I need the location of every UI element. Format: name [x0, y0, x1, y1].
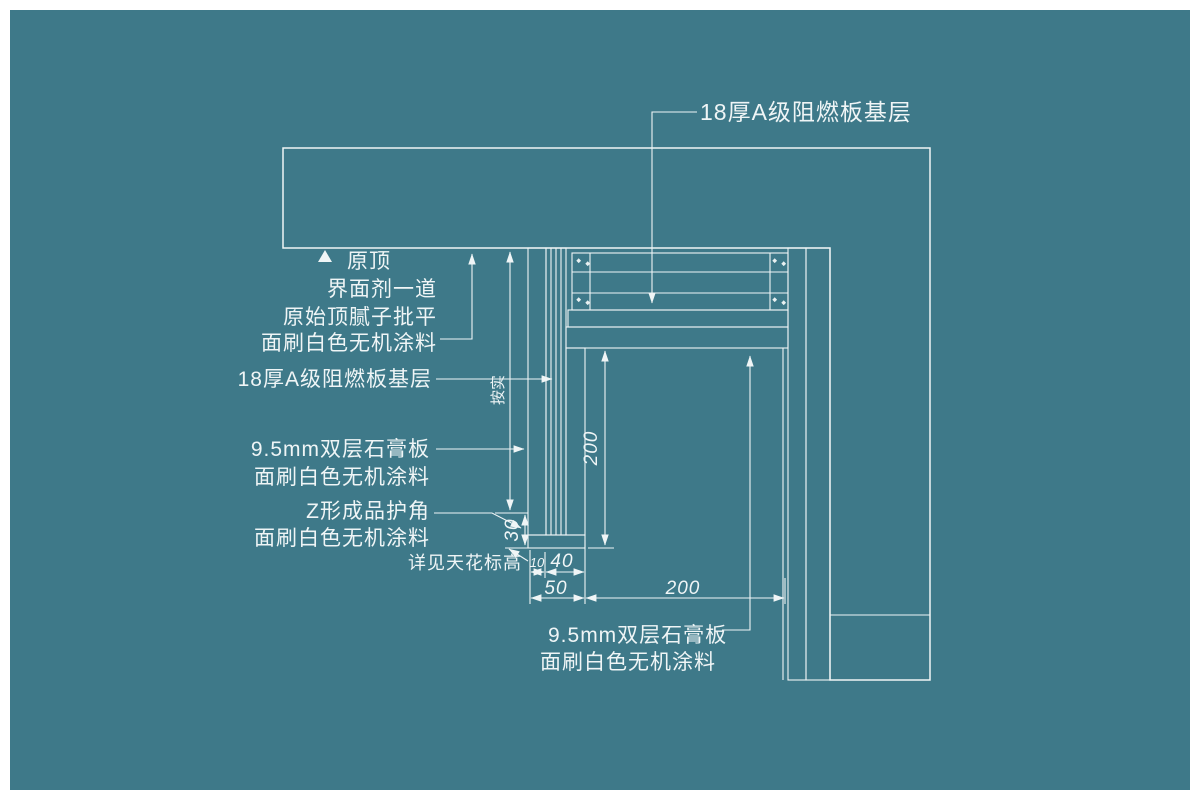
dim-text-50: 50	[544, 578, 567, 599]
label-original-ceiling: 原顶	[347, 250, 391, 273]
fascia-leg	[527, 247, 586, 549]
label-coating-d: 面刷白色无机涂料	[540, 651, 716, 674]
label-top-board: 18厚A级阻燃板基层	[700, 99, 912, 125]
leader-z-guard	[434, 512, 522, 529]
label-putty: 原始顶腻子批平	[283, 306, 437, 329]
leader-top-board	[648, 111, 697, 304]
annotation-text: 18厚A级阻燃板基层 原顶 界面剂一道 原始顶腻子批平 面刷白色无机涂料 18厚…	[238, 99, 912, 674]
label-coating-a: 面刷白色无机涂料	[261, 332, 437, 355]
dim-text-40: 40	[550, 551, 573, 572]
dim-text-10: 10	[530, 555, 545, 570]
ceiling-assembly	[495, 247, 789, 549]
fixing-marks	[576, 258, 787, 306]
dimension-lines	[505, 251, 786, 604]
leader-elev-note	[508, 548, 529, 562]
label-board-base: 18厚A级阻燃板基层	[238, 368, 432, 391]
label-elev-note: 详见天花标高	[408, 553, 522, 573]
wall-insulation-strip	[805, 247, 831, 681]
label-interface-agent: 界面剂一道	[327, 278, 437, 301]
dim-text-200v: 200	[581, 431, 602, 467]
leader-lines	[318, 111, 754, 631]
label-gypsum-bottom: 9.5mm双层石膏板	[548, 624, 727, 647]
label-z-guard: Z形成品护角	[306, 500, 430, 523]
dim-text-30: 30	[502, 518, 523, 541]
label-coating-b: 面刷白色无机涂料	[254, 466, 430, 489]
drawing-background	[10, 10, 1190, 790]
dim-text-plenum: 按实	[490, 375, 507, 405]
leader-gypsum-bottom	[722, 355, 754, 631]
original-ceiling-marker	[318, 250, 332, 262]
label-gypsum-left: 9.5mm双层石膏板	[251, 438, 430, 461]
wall-finish	[782, 247, 831, 681]
leader-slab-treatment	[440, 253, 476, 340]
dim-text-200h: 200	[665, 578, 701, 599]
label-coating-c: 面刷白色无机涂料	[254, 527, 430, 550]
